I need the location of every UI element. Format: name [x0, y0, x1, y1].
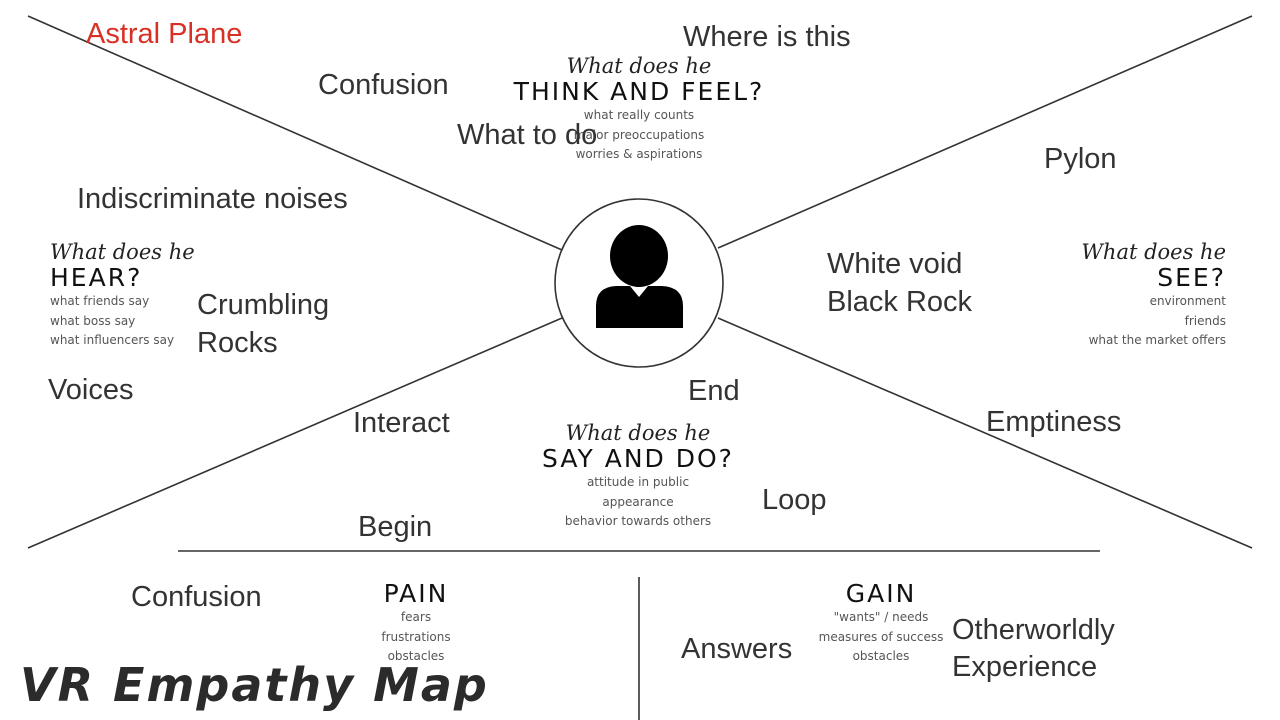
pain-section: PAIN fears frustrations obstacles — [356, 580, 476, 667]
think-feel-script: What does he — [566, 54, 712, 78]
see-line-1: environment — [1149, 294, 1226, 308]
note-crumbling: Crumbling — [197, 289, 330, 321]
gain-heading: GAIN — [845, 579, 917, 608]
say-do-heading: SAY AND DO? — [542, 444, 734, 473]
see-heading: SEE? — [1157, 263, 1226, 292]
think-feel-line-3: worries & aspirations — [575, 147, 703, 161]
think-feel-heading: THINK AND FEEL? — [513, 77, 765, 106]
note-otherworldly: Otherworldly — [952, 614, 1115, 646]
note-confusion-think: Confusion — [318, 69, 449, 101]
hear-line-2: what boss say — [50, 313, 136, 328]
think-feel-line-1: what really counts — [583, 108, 695, 122]
note-astral-plane: Astral Plane — [86, 18, 243, 50]
note-emptiness: Emptiness — [986, 406, 1122, 438]
person-icon — [596, 225, 683, 328]
note-where-is-this: Where is this — [683, 21, 851, 53]
say-do-section: What does he SAY AND DO? attitude in pub… — [510, 421, 766, 532]
diagonal-top-left — [27, 15, 563, 251]
note-answers: Answers — [681, 633, 793, 665]
say-do-line-1: attitude in public — [586, 475, 690, 489]
diagonal-bottom-left — [27, 317, 563, 549]
hear-section: What does he HEAR? what friends say what… — [50, 240, 240, 351]
hear-line-3: what influencers say — [50, 333, 175, 347]
note-black-rock: Black Rock — [827, 286, 973, 318]
see-line-2: friends — [1184, 313, 1226, 328]
see-script: What does he — [1081, 240, 1226, 264]
note-pylon: Pylon — [1044, 143, 1117, 175]
note-what-to-do: What to do — [457, 119, 598, 151]
say-do-script: What does he — [565, 421, 711, 445]
hear-heading: HEAR? — [50, 263, 143, 292]
note-confusion-pain: Confusion — [131, 581, 262, 613]
hear-line-1: what friends say — [50, 294, 150, 308]
note-indiscriminate-noises: Indiscriminate noises — [77, 183, 348, 215]
say-do-line-3: behavior towards others — [564, 514, 712, 528]
note-rocks: Rocks — [197, 327, 278, 359]
note-experience: Experience — [952, 651, 1098, 683]
diagonal-top-right — [717, 15, 1253, 249]
gain-line-2: measures of success — [818, 629, 944, 644]
pain-line-3: obstacles — [387, 649, 445, 663]
gain-section: GAIN "wants" / needs measures of success… — [816, 580, 946, 667]
pain-line-2: frustrations — [381, 629, 451, 644]
say-do-line-2: appearance — [602, 494, 674, 509]
note-loop: Loop — [762, 484, 827, 516]
diagonal-bottom-right — [717, 317, 1253, 549]
note-end: End — [688, 375, 740, 407]
pain-line-1: fears — [400, 610, 432, 624]
note-voices: Voices — [48, 374, 134, 406]
note-white-void: White void — [827, 248, 963, 280]
see-line-3: what the market offers — [1088, 333, 1226, 347]
pain-heading: PAIN — [383, 579, 449, 608]
gain-line-1: "wants" / needs — [833, 610, 929, 624]
think-feel-section: What does he THINK AND FEEL? what really… — [494, 54, 784, 165]
hear-script: What does he — [50, 240, 195, 264]
see-section: What does he SEE? environment friends wh… — [1030, 240, 1226, 351]
note-interact: Interact — [353, 407, 450, 439]
gain-line-3: obstacles — [852, 649, 910, 663]
think-feel-line-2: major preoccupations — [573, 127, 705, 142]
map-title: VR Empathy Map — [20, 658, 489, 712]
note-begin: Begin — [358, 511, 433, 543]
